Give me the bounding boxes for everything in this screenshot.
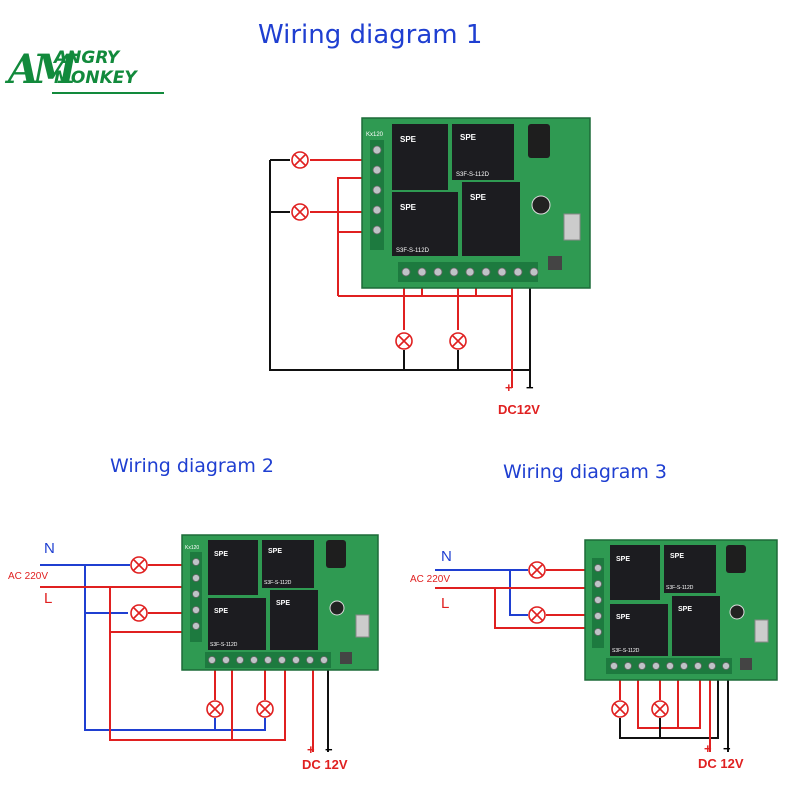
relay-1-brand: SPE: [214, 551, 228, 558]
lamp-2: [291, 203, 309, 221]
dc-plus-3: +: [704, 741, 712, 756]
relay-4-brand: SPE: [470, 193, 487, 202]
antenna-coil: [326, 540, 346, 568]
relay-3: [392, 192, 458, 256]
lamp-4: [256, 700, 274, 718]
wire-red-com-bus: [637, 672, 701, 729]
relay-4-brand: SPE: [678, 606, 692, 613]
capacitor: [329, 600, 345, 616]
relay-4: [672, 596, 720, 656]
relay-1: [392, 124, 448, 190]
relay-1-brand: SPE: [400, 135, 417, 144]
relay-2: [452, 124, 514, 180]
wire-l-com-2: [494, 588, 600, 629]
lamp-4: [651, 700, 669, 718]
relay-2-brand: SPE: [460, 133, 477, 142]
dc-12v-label-1: DC12V: [498, 402, 540, 417]
dc-minus-2: −: [325, 742, 333, 757]
board-silk-label: Kx120: [366, 132, 384, 138]
logo-mark: AM: [8, 46, 77, 93]
relay-1: [208, 540, 258, 595]
relay-2-model: S3F-S-112D: [264, 580, 292, 586]
crystal: [754, 619, 769, 643]
logo-underline: [52, 92, 164, 94]
title-wiring-diagram-3: Wiring diagram 3: [503, 461, 668, 483]
relay-2: [664, 545, 716, 593]
relay-3: [208, 598, 266, 650]
ac-220v-label-3: AC 220V: [410, 574, 451, 585]
relay-2-model: S3F-S-112D: [456, 172, 490, 178]
relay-board-3: SPE SPE SPE SPE S3F-S-112D S3F-S-112D: [584, 539, 778, 681]
capacitor: [729, 604, 745, 620]
relay-board-1: SPE SPE SPE SPE S3F-S-112D S3F-S-112D Kx…: [361, 117, 591, 289]
relay-3-model: S3F-S-112D: [396, 248, 430, 254]
relay-2-model: S3F-S-112D: [666, 585, 694, 591]
relay-3: [610, 604, 668, 656]
wire-black-common: [619, 672, 719, 739]
wire-red-loop-left: [337, 177, 370, 233]
logo-text-angry: ANGRY: [54, 48, 120, 68]
wire-n-bus-2: [85, 718, 266, 731]
relay-board-2: SPE SPE SPE SPE S3F-S-112D S3F-S-112D Kx…: [181, 534, 379, 671]
line-label-3: L: [441, 595, 450, 612]
relay-4-brand: SPE: [276, 600, 290, 607]
capacitor: [531, 195, 551, 215]
crystal: [355, 614, 370, 638]
relay-2-brand: SPE: [670, 553, 684, 560]
relay-1-brand: SPE: [616, 556, 630, 563]
relay-4: [270, 590, 318, 650]
dc-plus-2: +: [307, 742, 315, 757]
relay-2-brand: SPE: [268, 548, 282, 555]
relay-3-model: S3F-S-112D: [210, 642, 238, 648]
lamp-1: [528, 561, 546, 579]
dc-12v-label-3: DC 12V: [698, 756, 744, 771]
dc-plus-1: +: [505, 380, 513, 395]
board-silk-label: Kx120: [185, 545, 199, 551]
crystal: [563, 213, 581, 241]
relay-4: [462, 182, 520, 256]
lamp-2: [130, 604, 148, 622]
relay-1: [610, 545, 660, 600]
lamp-3: [395, 332, 413, 350]
relay-3-brand: SPE: [616, 614, 630, 621]
relay-2: [262, 540, 314, 588]
lamp-3: [611, 700, 629, 718]
learn-button: [340, 652, 352, 664]
wire-n-branch: [509, 570, 528, 616]
antenna-coil: [528, 124, 550, 158]
angry-monkey-logo: AM ANGRY MONKEY: [8, 46, 168, 100]
antenna-coil: [726, 545, 746, 573]
relay-3-brand: SPE: [214, 608, 228, 615]
logo-text-monkey: MONKEY: [54, 68, 137, 88]
lamp-1: [291, 151, 309, 169]
dc-12v-label-2: DC 12V: [302, 757, 348, 772]
wire-l-bus: [109, 587, 286, 741]
neutral-label-3: N: [441, 548, 452, 565]
line-label-2: L: [44, 590, 53, 607]
lamp-1: [130, 556, 148, 574]
wire-black-common-1: [269, 160, 531, 371]
title-wiring-diagram-1: Wiring diagram 1: [258, 20, 483, 50]
lamp-3: [206, 700, 224, 718]
relay-3-model: S3F-S-112D: [612, 648, 640, 654]
ac-220v-label-2: AC 220V: [8, 571, 49, 582]
lamp-4: [449, 332, 467, 350]
learn-button: [740, 658, 752, 670]
neutral-label-2: N: [44, 540, 55, 557]
relay-3-brand: SPE: [400, 203, 417, 212]
lamp-2: [528, 606, 546, 624]
dc-minus-3: −: [723, 741, 731, 756]
title-wiring-diagram-2: Wiring diagram 2: [110, 455, 275, 477]
dc-minus-1: −: [526, 380, 534, 395]
learn-button: [548, 256, 562, 270]
